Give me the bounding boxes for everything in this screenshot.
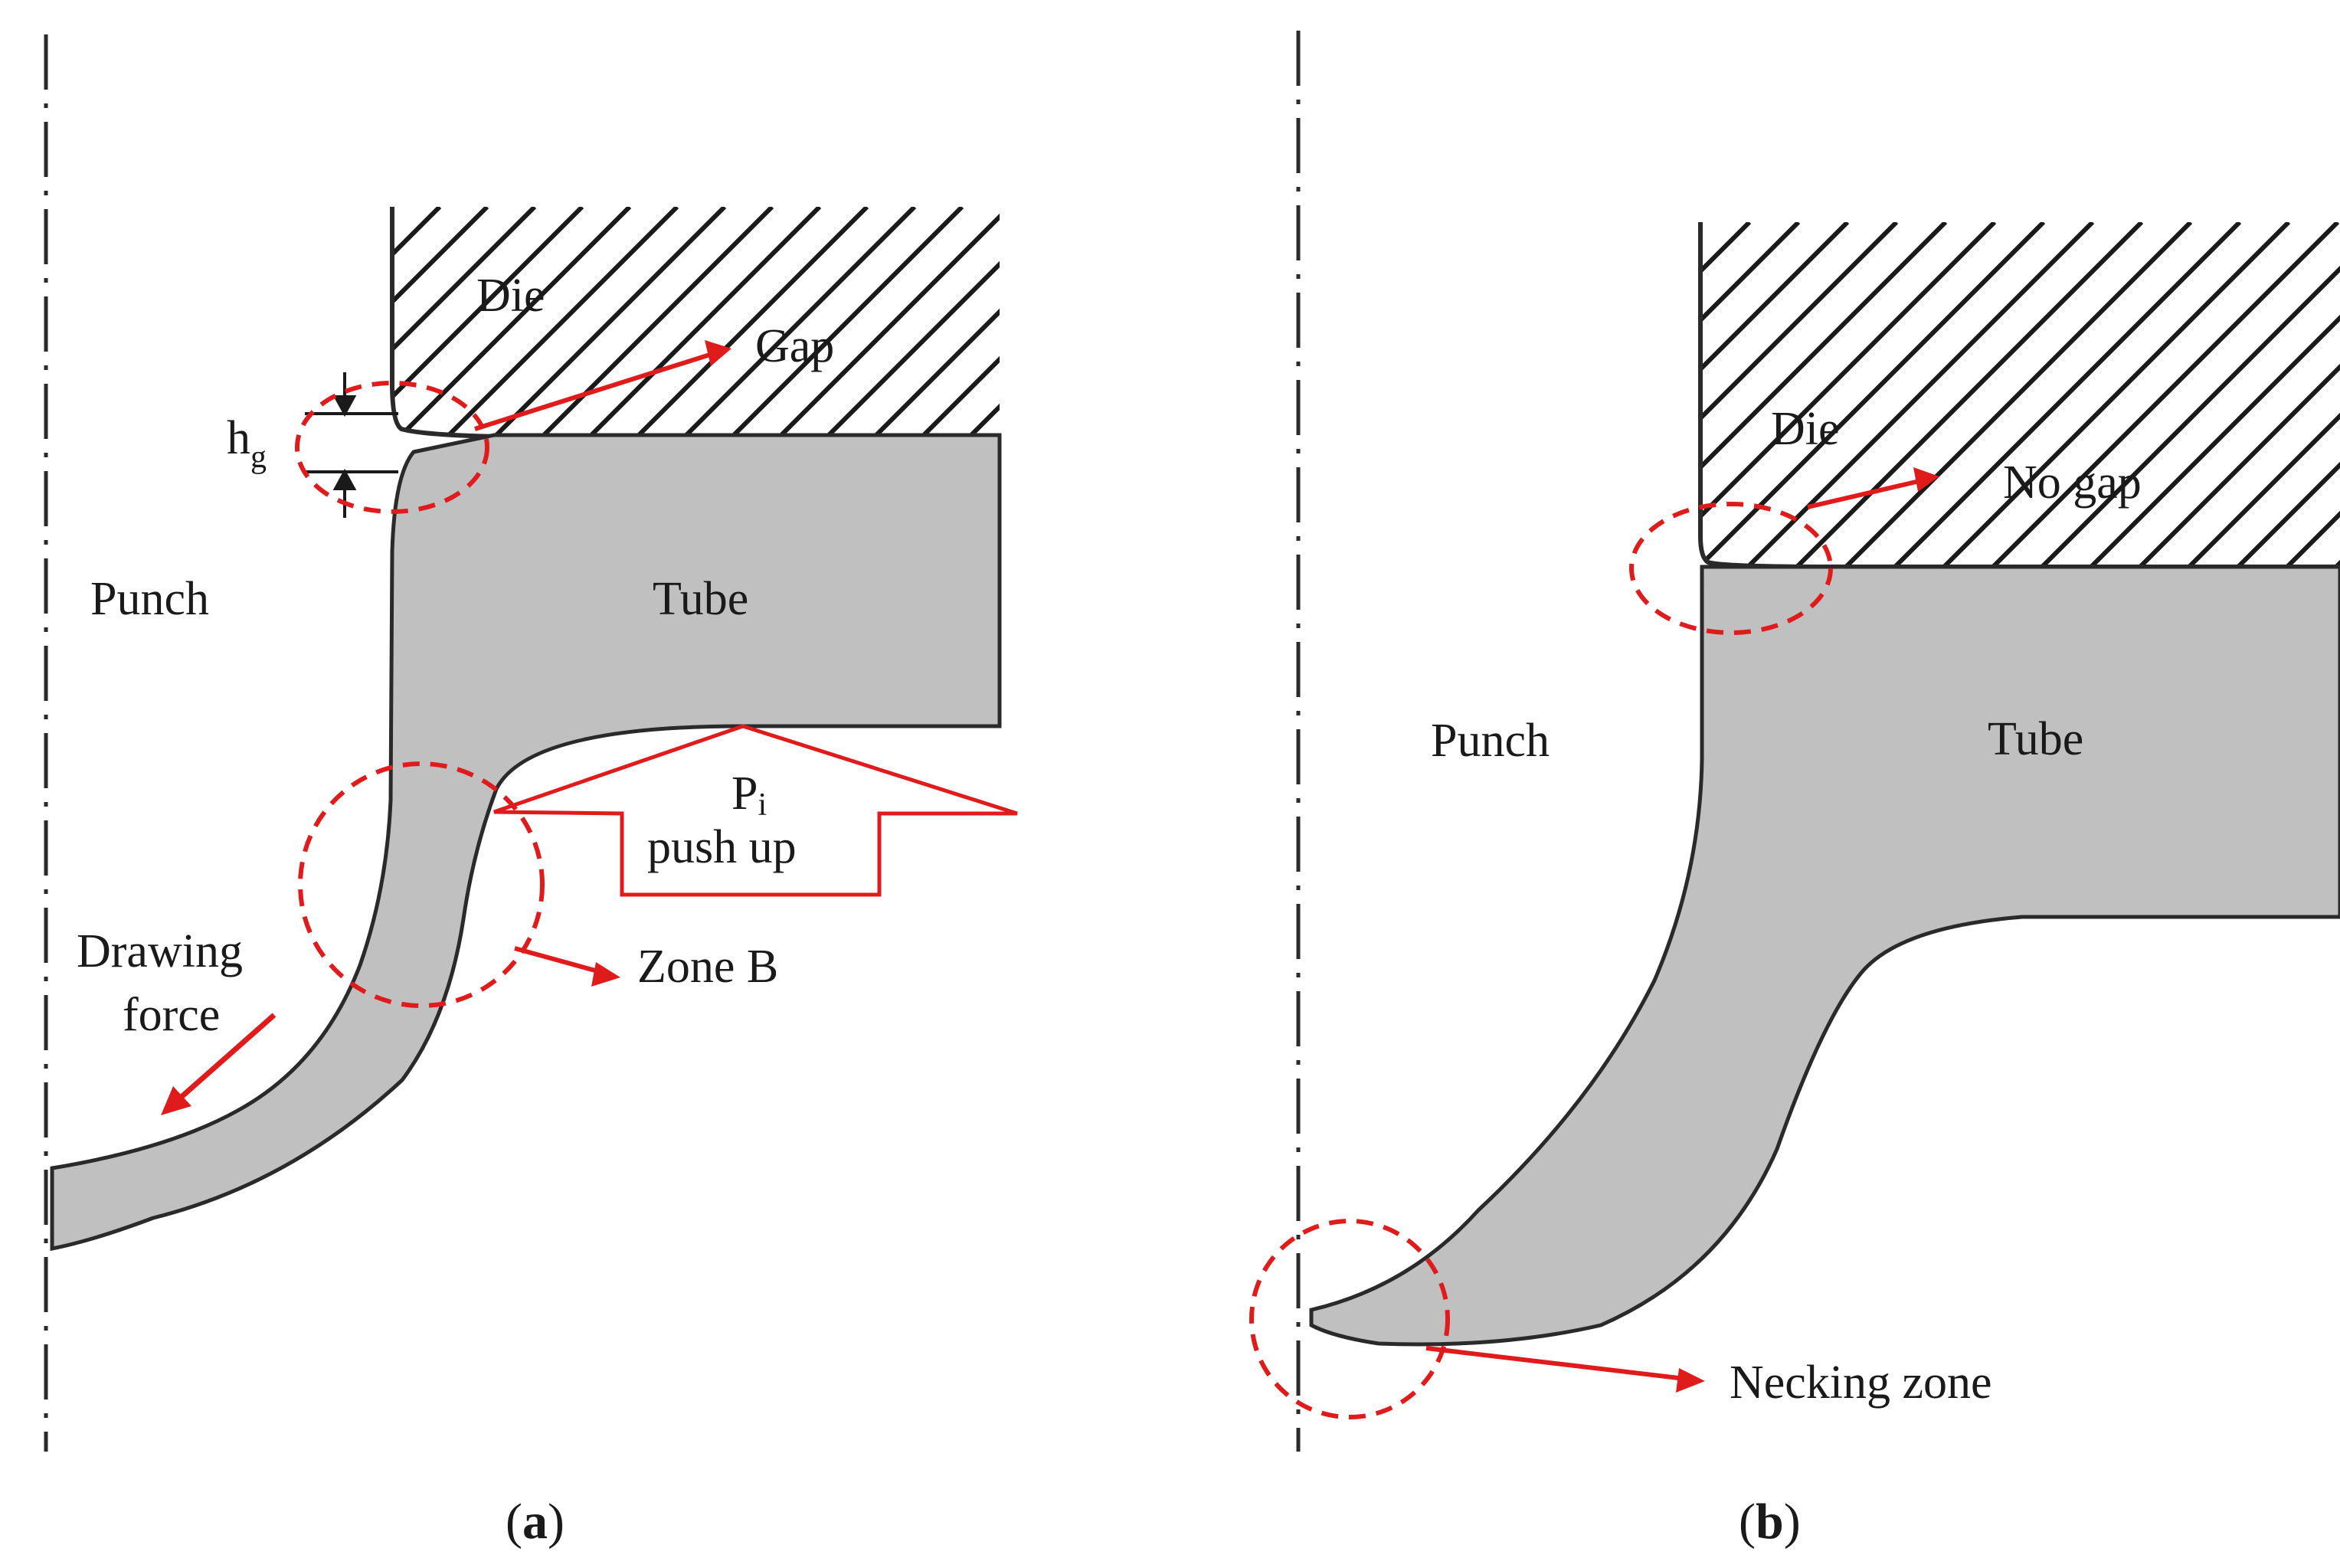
tube-a [50, 433, 1002, 1252]
die-hatch-line [920, 207, 1000, 437]
die-hatch-line [2138, 222, 2340, 567]
die-hatch-line [392, 207, 537, 437]
die-hatch-line [967, 207, 1000, 437]
tube-label-a: Tube [653, 573, 748, 625]
die-hatch-line [540, 207, 774, 437]
caption-a: (a) [506, 1494, 565, 1550]
zone-b-pointer-arrow [514, 946, 604, 975]
zone-b-label: Zone B [637, 941, 778, 993]
p-sub: i [758, 787, 767, 823]
gap-pointer-arrow [474, 352, 713, 431]
die-hatch-line [1700, 222, 1899, 567]
die-hatch-line [493, 207, 727, 437]
hg-main: h [227, 412, 250, 464]
die-hatch-line [1700, 222, 1948, 567]
die-hatch-line [777, 207, 1000, 437]
die-hatch-line [1700, 222, 1997, 567]
die-hatch-line [1746, 222, 2095, 567]
die-label-a: Die [476, 270, 545, 322]
die-hatch-line [392, 207, 584, 437]
punch-label-b: Punch [1431, 715, 1550, 767]
tube-b [1309, 565, 2340, 1347]
die-hatch-line [392, 207, 489, 437]
die-hatch-line [392, 207, 394, 437]
die-b [1698, 222, 2340, 569]
die-hatch-line [445, 207, 679, 437]
hg-dimension [305, 372, 398, 518]
caption-a-letter: a [522, 1494, 548, 1550]
no-gap-circle [1629, 502, 1833, 635]
die-hatch-line [392, 207, 442, 437]
necking-pointer-arrow [1425, 1346, 1686, 1381]
tube-label-b: Tube [1988, 713, 2083, 765]
gap-label: Gap [755, 320, 834, 372]
die-hatch-line [2236, 222, 2340, 567]
caption-b: (b) [1739, 1494, 1801, 1550]
die-hatch-line [587, 207, 822, 437]
push-up-label: push up [647, 821, 797, 873]
die-hatch-line [398, 207, 632, 437]
annotations-b [1249, 467, 1939, 1419]
p-main: P [731, 768, 758, 820]
force-label: force [123, 989, 220, 1041]
zone-b-circle [298, 761, 545, 1008]
die-hatch-line [1700, 222, 1801, 567]
no-gap-label: No gap [2003, 457, 2142, 509]
die-hatch-line [825, 207, 1000, 437]
die-hatch-line [1844, 222, 2193, 567]
necking-zone-label: Necking zone [1730, 1357, 1992, 1409]
panel-a: Die Gap Punch Tube hg Pi push up Drawing… [44, 34, 1018, 1550]
p-label: Pi [731, 768, 767, 823]
die-hatch-line [730, 207, 964, 437]
die-hatch-line [1700, 222, 1703, 567]
drawing-force-arrow [174, 1013, 277, 1104]
die-label-b: Die [1771, 403, 1840, 455]
die-hatch-line [682, 207, 917, 437]
die-hatch-line [1893, 222, 2242, 567]
die-hatch-line [872, 207, 1000, 437]
die-hatch-line [1700, 222, 1850, 567]
push-up-arrow [493, 724, 1018, 897]
gap-zone-circle [295, 381, 489, 514]
no-gap-pointer-arrow [1807, 479, 1920, 509]
caption-b-close: ) [1784, 1494, 1801, 1550]
hg-sub: g [250, 440, 267, 475]
caption-a-close: ) [548, 1494, 565, 1550]
panel-b: Die No gap Punch Tube Necking zone (b) [1249, 31, 2340, 1550]
annotations-a [161, 340, 1018, 1115]
die-hatch-line [1795, 222, 2144, 567]
die-hatch-line [2187, 222, 2340, 567]
die-hatch-line [1991, 222, 2340, 567]
die-hatch-line [1700, 222, 2046, 567]
die-hatch-line [1700, 222, 1752, 567]
die-hatch-line [1942, 222, 2291, 567]
die-outline-a [390, 207, 1000, 439]
caption-a-open: ( [506, 1494, 522, 1550]
hg-label: hg [227, 412, 267, 475]
punch-label-a: Punch [90, 573, 209, 625]
caption-b-open: ( [1739, 1494, 1756, 1550]
drawing-label: Drawing [77, 925, 243, 977]
die-hatch-line [635, 207, 869, 437]
necking-zone-circle [1249, 1219, 1450, 1419]
caption-b-letter: b [1756, 1494, 1784, 1550]
die-a [390, 207, 1000, 439]
die-hatch-line [2040, 222, 2340, 567]
die-hatch-line [2089, 222, 2340, 567]
